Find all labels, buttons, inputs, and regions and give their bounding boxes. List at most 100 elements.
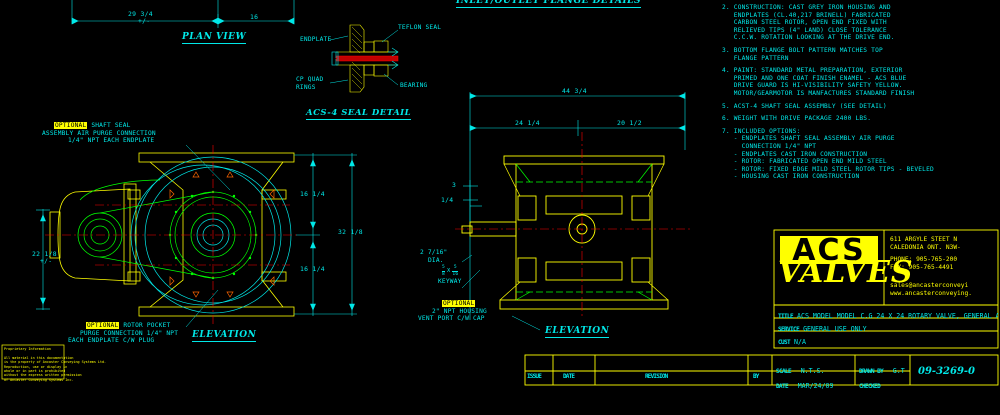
- left-view-note-bottom: OPTIONAL ROTOR POCKET PURGE CONNECTION 1…: [68, 322, 178, 345]
- note-first-line: 3. BOTTOM FLANGE BOLT PATTERN MATCHES TO…: [722, 46, 883, 54]
- note-line: MOTOR/GEARMOTOR IS MANFACTURES STANDARD …: [722, 89, 915, 97]
- dim-small-bottom: 1/4: [441, 196, 454, 204]
- title-block-row: TITLE ACS MODEL MODEL C.G 24 X 24 ROTARY…: [778, 306, 998, 319]
- note-line: C.C.W. ROTATION LOOKING AT THE DRIVE END…: [722, 34, 895, 42]
- proprietary-note-text: Proprietary Information All material in …: [4, 347, 107, 382]
- note-line: - ENDPLATES SHAFT SEAL ASSEMBLY AIR PURG…: [722, 135, 895, 143]
- keyway-num2: 5: [452, 265, 459, 272]
- company-address: 611 ARGYLE STEET N CALEDONIA ONT. N3W-: [890, 236, 961, 251]
- company-website: www.ancasterconveying.: [890, 290, 972, 297]
- title-block-row: SERVICE GENERAL USE ONLY: [778, 319, 998, 332]
- logo-acs-text: ACS: [792, 233, 866, 268]
- dim-left-span: 24 1/4: [515, 119, 540, 127]
- optional-highlight-center: OPTIONAL: [442, 300, 476, 307]
- dim-right-span: 20 1/2: [617, 119, 642, 127]
- note-line: DRIVE GUARD IS HI-VISIBILITY SAFETY YELL…: [722, 82, 903, 90]
- center-note-line2: 2" NPT HOUSING: [432, 307, 487, 315]
- plan-dim-overall-left-tolerance: +/-: [138, 17, 151, 25]
- note-line: CARBON STEEL ROTOR, OPEN END FIXED WITH: [722, 19, 887, 27]
- shaft-diameter-value: 2 7/16": [420, 249, 448, 256]
- note-top-line2: ASSEMBLY AIR PURGE CONNECTION: [42, 129, 156, 137]
- keyway-den2: 16: [452, 271, 459, 277]
- note-bottom-line3: EACH ENDPLATE C/W PLUG: [68, 337, 155, 345]
- field-checked: CHECKED: [859, 373, 881, 392]
- keyway-label: KEYWAY: [438, 278, 462, 285]
- note-line: - HOUSING CAST IRON CONSTRUCTION: [722, 173, 860, 181]
- keyway-num1: 5: [442, 265, 445, 272]
- center-view-optional-note: OPTIONAL 2" NPT HOUSING VENT PORT C/W CA…: [418, 300, 487, 323]
- title-block-row-label: CUST: [778, 339, 791, 345]
- note-item: 6. WEIGHT WITH DRIVE PACKAGE 2400 LBS.: [722, 115, 1000, 123]
- label-bearing: BEARING: [400, 82, 428, 89]
- left-view-dimensions: [36, 153, 357, 316]
- shaft-diameter-label: DIA.: [428, 257, 444, 264]
- title-block-rows: TITLE ACS MODEL MODEL C.G 24 X 24 ROTARY…: [778, 306, 998, 345]
- note-line: RELIEVED TIPS (4" LAND) CLOSE TOLERANCE: [722, 26, 887, 34]
- note-line: PRIMED AND ONE COAT FINISH ENAMEL - ACS …: [722, 74, 907, 82]
- optional-highlight-top: OPTIONAL: [54, 122, 88, 129]
- proprietary-note-box: [1, 344, 65, 380]
- company-phone: PHONE: 905-765-200: [890, 256, 958, 263]
- dim-overall-width: 44 3/4: [562, 87, 587, 95]
- dim-lower-164: 16 1/4: [300, 265, 325, 273]
- rev-header-date: DATE: [563, 373, 575, 380]
- keyway-spec: 5 8 X 5 16: [442, 265, 459, 277]
- note-line: ENDPLATES (CL.40,217 BRINELL) FABRICATED: [722, 11, 891, 19]
- optional-highlight-bottom: OPTIONAL: [86, 322, 120, 329]
- rev-header-issue: ISSUE: [527, 373, 542, 380]
- drawing-number: 09-3269-0: [918, 366, 976, 377]
- dim-small-top: 3: [452, 181, 457, 189]
- acs-logo-box: ACS: [780, 233, 878, 268]
- title-block-row-value: N/A: [790, 338, 806, 345]
- plan-dim-overall-left: 29 3/4: [128, 10, 153, 18]
- center-note-line3: VENT PORT C/W CAP: [418, 315, 485, 323]
- title-block-row-value: GENERAL USE ONLY: [799, 325, 867, 332]
- note-line: - ROTOR: FIXED EDGE MILD STEEL ROTOR TIP…: [722, 165, 934, 173]
- keyway-x: X: [446, 267, 451, 274]
- note-item: 7. INCLUDED OPTIONS: - ENDPLATES SHAFT S…: [722, 128, 1000, 181]
- center-view-dimensions: [463, 92, 686, 320]
- field-drawn-by-value: G.T: [892, 367, 905, 375]
- left-elevation-geometry: [36, 144, 357, 328]
- label-endplate: ENDPLATE: [300, 36, 332, 43]
- field-drawn-by: DRAWN BY G.T: [859, 358, 905, 377]
- rev-header-by: BY: [753, 373, 759, 380]
- seal-detail-geometry: [329, 24, 399, 93]
- dim-height-left: 22 1/8: [32, 250, 57, 258]
- note-first-line: 7. INCLUDED OPTIONS:: [722, 127, 801, 135]
- note-top-line3: 1/4" NPT EACH ENDPLATE: [68, 137, 155, 145]
- center-elevation-title: ELEVATION: [545, 326, 610, 338]
- label-quad-rings: CP QUAD RINGS: [296, 76, 324, 91]
- logo-valves-text: VALVES: [778, 255, 914, 290]
- note-line: FLANGE PATTERN: [722, 54, 789, 62]
- center-elevation-geometry: [455, 92, 690, 331]
- notes-block: 2. CONSTRUCTION: CAST GREY IRON HOUSING …: [722, 4, 1000, 186]
- title-block-row-label: TITLE: [778, 313, 794, 319]
- dim-overall-321: 32 1/8: [338, 228, 363, 236]
- note-first-line: 4. PAINT: STANDARD METAL PREPARATION, EX…: [722, 67, 903, 75]
- title-block-row-label: SERVICE: [778, 326, 800, 332]
- note-first-line: 6. WEIGHT WITH DRIVE PACKAGE 2400 LBS.: [722, 115, 872, 123]
- field-scale-value: N.T.S.: [800, 367, 825, 375]
- note-line: CONNECTION 1/4" NPT: [722, 142, 817, 150]
- plan-view-title: PLAN VIEW: [182, 32, 247, 44]
- dim-height-left-tolerance: +/-: [40, 257, 53, 265]
- company-fax: FAX: 905-765-4491: [890, 264, 954, 271]
- note-bottom-rest: ROTOR POCKET: [119, 322, 171, 329]
- left-view-note-top: OPTIONAL SHAFT SEAL ASSEMBLY AIR PURGE C…: [42, 122, 156, 145]
- note-line: - ROTOR: FABRICATED OPEN END MILD STEEL: [722, 158, 887, 166]
- field-scale: SCALE N.T.S.: [776, 358, 825, 377]
- field-checked-label: CHECKED: [859, 383, 881, 390]
- keyway-den1: 8: [442, 271, 445, 277]
- field-date-label: DATE: [776, 383, 789, 390]
- inlet-outlet-flange-title: INLET/OUTLET FLANGE DETAILS: [456, 0, 642, 8]
- sprocket-teeth: [168, 190, 258, 280]
- note-first-line: 5. ACST-4 SHAFT SEAL ASSEMBLY (SEE DETAI…: [722, 102, 887, 110]
- note-top-rest: SHAFT SEAL: [87, 122, 131, 129]
- title-block-frame: [524, 229, 999, 386]
- label-teflon-seal: TEFLON SEAL: [398, 24, 442, 31]
- company-email: sales@ancasterconveyi: [890, 282, 969, 289]
- note-item: 5. ACST-4 SHAFT SEAL ASSEMBLY (SEE DETAI…: [722, 103, 1000, 111]
